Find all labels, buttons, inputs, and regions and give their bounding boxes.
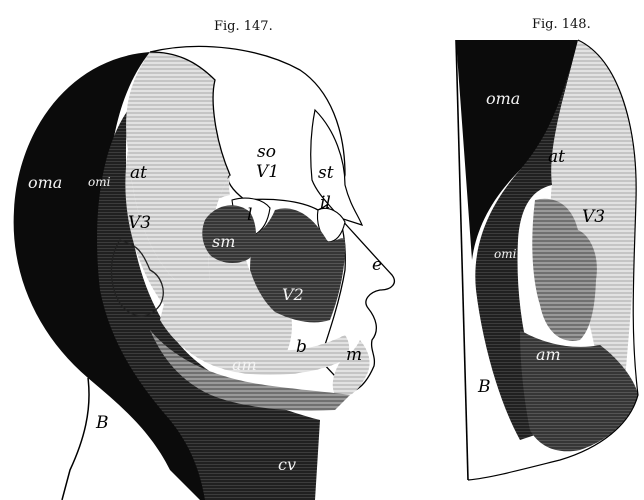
- label-am-fig147: am: [232, 355, 257, 374]
- label-m-fig147: m: [346, 345, 362, 365]
- label-v3-fig148: V3: [582, 207, 605, 227]
- label-v3-fig147: V3: [128, 213, 151, 233]
- label-e-fig147: e: [372, 255, 382, 275]
- label-am-fig148: am: [536, 345, 561, 364]
- label-at-fig147: at: [130, 163, 147, 183]
- neck-back-outline: [62, 378, 89, 500]
- label-oma-fig148: oma: [486, 89, 520, 108]
- label-il-fig147: il: [320, 193, 331, 213]
- figure-147-caption: Fig. 147.: [214, 19, 273, 34]
- label-v2-fig147: V2: [282, 285, 304, 304]
- figure-148: Fig. 148. oma at V3 omi am B: [456, 17, 638, 480]
- label-b-fig147: b: [296, 337, 307, 357]
- label-omi-fig147: omi: [88, 175, 111, 189]
- label-B-fig147: B: [95, 413, 109, 433]
- label-v1-fig147: V1: [256, 162, 279, 182]
- label-st-fig147: st: [318, 163, 334, 183]
- figure-147: Fig. 147.: [14, 19, 395, 500]
- label-l-fig147: l: [247, 205, 252, 225]
- label-sm-fig147: sm: [212, 232, 235, 251]
- label-B-fig148: B: [477, 377, 491, 397]
- label-so-fig147: so: [257, 142, 276, 162]
- label-oma-fig147: oma: [28, 173, 62, 192]
- label-cv-fig147: cv: [278, 455, 296, 474]
- figure-148-caption: Fig. 148.: [532, 17, 591, 32]
- label-at-fig148: at: [548, 147, 565, 167]
- label-omi-fig148: omi: [494, 247, 517, 261]
